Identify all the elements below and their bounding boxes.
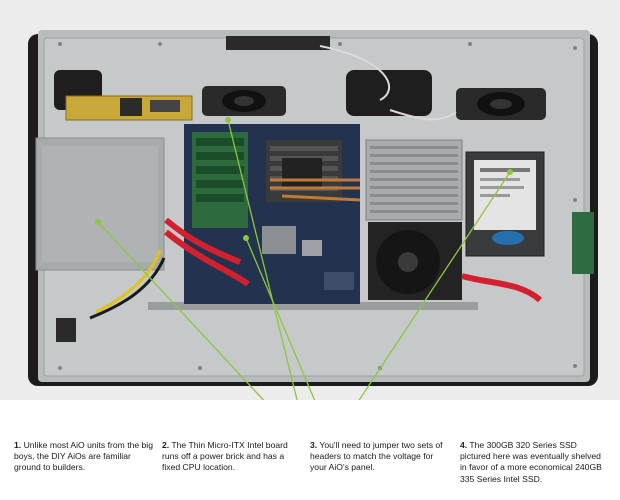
caption-row: 1. Unlike most AiO units from the big bo… [14,440,614,498]
fan-icon [368,222,462,300]
caption-3: 3. You'll need to jumper two sets of hea… [310,440,452,474]
caption-2: 2. The Thin Micro-ITX Intel board runs o… [162,440,304,474]
caption-4-text: The 300GB 320 Series SSD pictured here w… [460,440,602,484]
caption-2-number: 2. [162,440,170,450]
aio-chassis-photo: 1 2 3 4 [0,0,620,400]
heatsink-icon [266,140,361,202]
caption-1-number: 1. [14,440,22,450]
speaker-icon [456,88,546,120]
speaker-icon [202,86,286,116]
caption-1-text: Unlike most AiO units from the big boys,… [14,440,153,473]
caption-4-number: 4. [460,440,468,450]
caption-4: 4. The 300GB 320 Series SSD pictured her… [460,440,602,485]
caption-1: 1. Unlike most AiO units from the big bo… [14,440,156,474]
caption-3-number: 3. [310,440,318,450]
caption-2-text: The Thin Micro-ITX Intel board runs off … [162,440,288,473]
ssd-icon [465,151,545,257]
caption-3-text: You'll need to jumper two sets of header… [310,440,443,473]
